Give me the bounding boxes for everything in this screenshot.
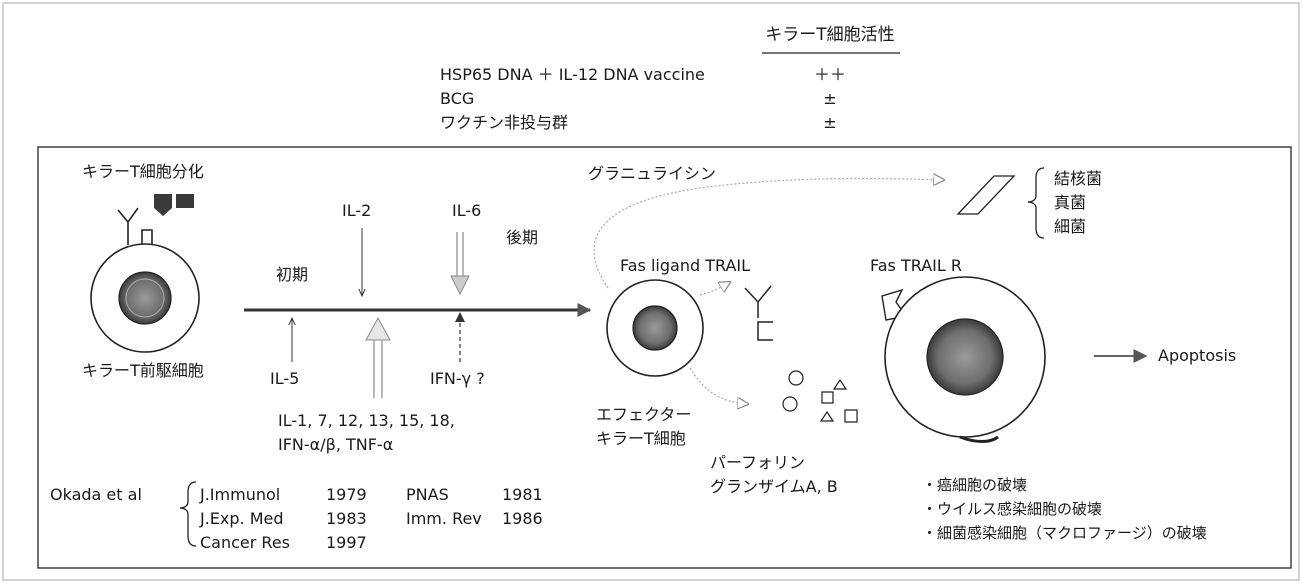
target-membrane-mark: [960, 437, 998, 442]
ifn-gamma-arrowhead: [455, 312, 465, 322]
il6-arrowhead: [451, 276, 469, 294]
ref-journal2: PNAS: [406, 485, 449, 504]
tcr-receptor-icon: [118, 208, 138, 245]
activity-header: キラーT細胞活性: [765, 25, 894, 45]
effect-item: ・ウイルス感染細胞の破壊: [922, 500, 1102, 518]
precursor-nucleus: [119, 272, 171, 324]
ref-year: 1979: [326, 485, 367, 504]
trail-icon: [758, 322, 773, 340]
granule-circle-icon: [789, 371, 803, 385]
il6-label: IL-6: [452, 201, 481, 220]
apoptosis-label: Apoptosis: [1158, 346, 1236, 365]
granule-square-icon: [845, 410, 857, 422]
ref-journal: J.Immunol: [199, 485, 280, 504]
pathogen-brace: [1028, 168, 1044, 238]
ref-brace: [180, 482, 196, 546]
target-receptor-label: Fas TRAIL R: [870, 256, 962, 275]
effect-item: ・癌細胞の破壊: [922, 476, 1027, 494]
activity-row-value: ±: [823, 113, 836, 132]
antigen-pentagon-icon: [154, 194, 172, 216]
effect-item: ・細菌感染細胞（マクロファージ）の破壊: [922, 524, 1207, 542]
target-nucleus: [927, 319, 1003, 395]
effector-label-1: エフェクター: [596, 405, 691, 424]
ref-journal: Cancer Res: [200, 533, 290, 552]
ref-year2: 1981: [502, 485, 543, 504]
pathogen-label: 結核菌: [1054, 169, 1102, 188]
ref-year: 1997: [326, 533, 367, 552]
effector-label-2: キラーT細胞: [596, 429, 686, 448]
fas-ligand-icon: [745, 286, 771, 318]
activity-row-label: HSP65 DNA ＋ IL-12 DNA vaccine: [440, 65, 705, 84]
granule-triangle-icon: [834, 380, 846, 389]
activity-row-value: ±: [823, 89, 836, 108]
cytokine-arrowhead: [366, 318, 390, 340]
cytokines-line2: IFN-α/β, TNF-α: [278, 435, 393, 454]
granulysin-label: グラニュライシン: [588, 164, 716, 183]
il5-label: IL-5: [270, 369, 299, 388]
perforin-label: パーフォリン: [710, 453, 805, 472]
differentiation-label: キラーT細胞分化: [82, 162, 204, 181]
fas-ligand-arrow: [700, 282, 730, 295]
ifn-gamma-label: IFN-γ ?: [430, 369, 485, 388]
activity-row-value: ＋＋: [814, 65, 846, 84]
granule-circle-icon: [783, 397, 797, 411]
effector-nucleus: [633, 306, 677, 350]
ref-author: Okada et al: [50, 485, 142, 504]
il2-label: IL-2: [342, 201, 371, 220]
cytokines-line1: IL-1, 7, 12, 13, 15, 18,: [278, 411, 455, 430]
antigen-square-icon: [176, 194, 194, 208]
pathogen-label: 真菌: [1054, 193, 1086, 212]
perforin-arrow: [690, 368, 748, 404]
ref-year: 1983: [326, 509, 367, 528]
ref-journal: J.Exp. Med: [199, 509, 284, 528]
pathogen-label: 細菌: [1054, 217, 1086, 236]
ref-journal2: Imm. Rev: [406, 509, 482, 528]
mhc-icon: [142, 230, 152, 245]
granzyme-label: グランザイムA, B: [710, 477, 838, 496]
late-label: 後期: [506, 228, 538, 247]
ref-year2: 1986: [502, 509, 543, 528]
granule-square-icon: [822, 392, 833, 403]
early-label: 初期: [276, 265, 308, 284]
activity-row-label: ワクチン非投与群: [440, 113, 568, 132]
granule-triangle-icon: [821, 412, 833, 421]
bacterium-rod-icon: [958, 176, 1014, 214]
activity-row-label: BCG: [440, 89, 474, 108]
fas-ligand-trail-label: Fas ligand TRAIL: [620, 256, 750, 275]
precursor-label: キラーT前駆細胞: [82, 361, 204, 380]
